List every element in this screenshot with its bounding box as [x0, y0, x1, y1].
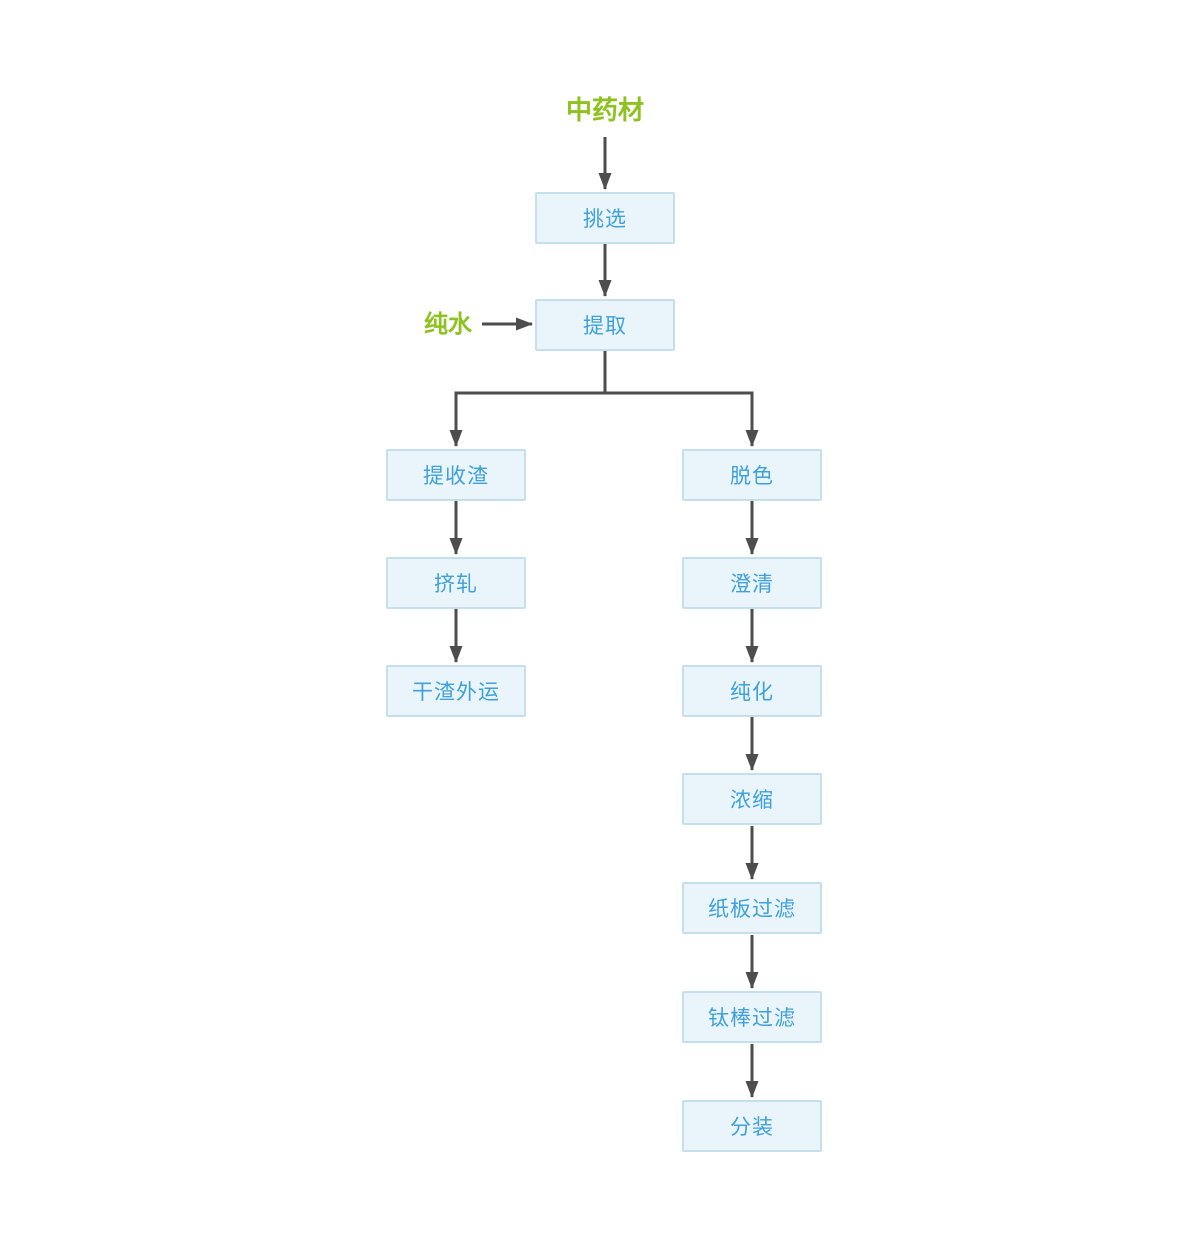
node-cardboard-filter: 纸板过滤 — [682, 882, 822, 934]
node-press: 挤轧 — [386, 557, 526, 609]
source-material-label: 中药材 — [565, 95, 644, 125]
node-clarify: 澄清 — [682, 557, 822, 609]
pure-water-label: 纯水 — [424, 311, 472, 338]
node-residue: 提收渣 — [386, 449, 526, 501]
node-fill-package: 分装 — [682, 1100, 822, 1152]
node-concentrate: 浓缩 — [682, 773, 822, 825]
node-purify: 纯化 — [682, 665, 822, 717]
node-dry-residue-out: 干渣外运 — [386, 665, 526, 717]
node-extract: 提取 — [535, 299, 675, 351]
node-decolor: 脱色 — [682, 449, 822, 501]
node-select: 挑选 — [535, 192, 675, 244]
node-titanium-rod-filter: 钛棒过滤 — [682, 991, 822, 1043]
